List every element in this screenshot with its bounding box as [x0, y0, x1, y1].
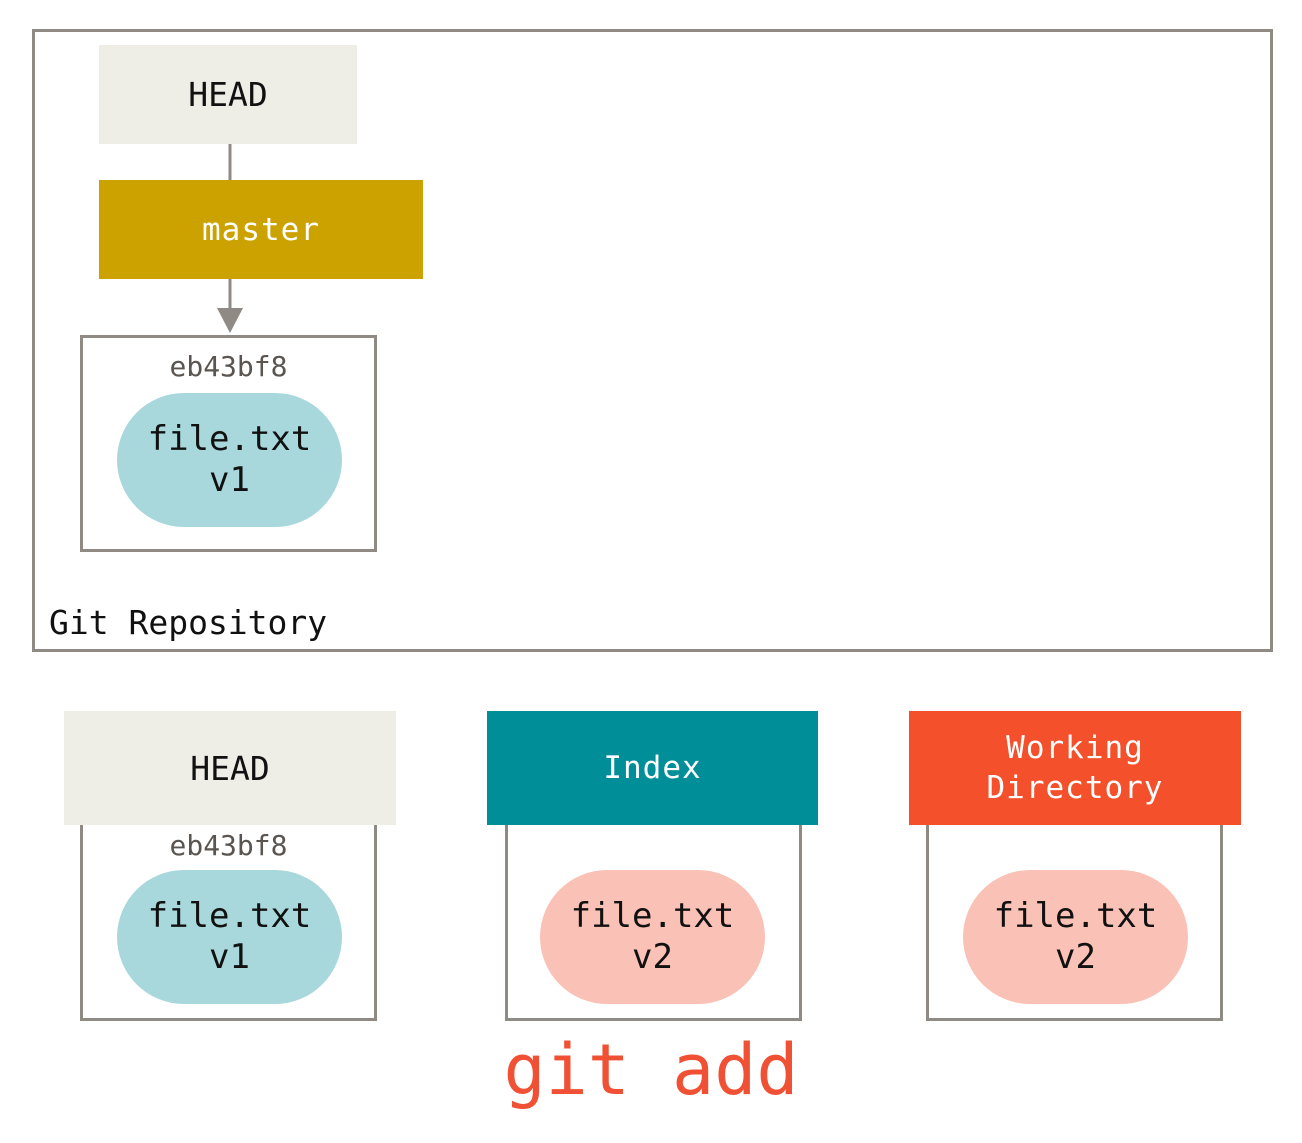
- git-repository-panel: [32, 29, 1273, 652]
- index-area-header: Index: [487, 711, 818, 825]
- blob-filename: file.txt: [570, 896, 735, 936]
- blob-filename: file.txt: [993, 896, 1158, 936]
- working-directory-title-line1: Working: [1006, 730, 1144, 766]
- head-area-blob: file.txt v1: [117, 870, 342, 1004]
- repo-blob: file.txt v1: [117, 393, 342, 527]
- blob-version: v1: [209, 460, 250, 500]
- blob-version: v1: [209, 937, 250, 977]
- git-command-label: git add: [503, 1029, 799, 1111]
- master-branch: master: [99, 180, 423, 279]
- commit-hash: eb43bf8: [169, 350, 288, 383]
- working-directory-area-header: Working Directory: [909, 711, 1241, 825]
- blob-filename: file.txt: [147, 896, 312, 936]
- working-directory-title-line2: Directory: [986, 770, 1164, 806]
- index-area-blob: file.txt v2: [540, 870, 765, 1004]
- blob-filename: file.txt: [147, 419, 312, 459]
- working-directory-area-blob: file.txt v2: [963, 870, 1188, 1004]
- head-pointer: HEAD: [99, 45, 357, 144]
- master-to-commit-arrowhead: [217, 308, 243, 333]
- blob-version: v2: [632, 937, 673, 977]
- blob-version: v2: [1055, 937, 1096, 977]
- head-area-header: HEAD: [64, 711, 396, 825]
- head-area-hash: eb43bf8: [169, 829, 288, 862]
- git-repository-label: Git Repository: [49, 603, 328, 642]
